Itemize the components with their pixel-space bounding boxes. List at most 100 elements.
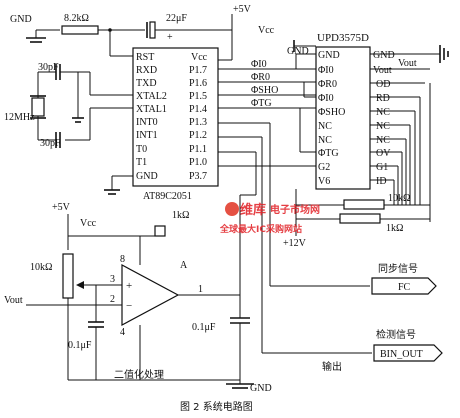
mcu-pin-p13: P1.3 [189,117,207,128]
comp-pin3: 3 [110,274,115,285]
gnd-bottom-label: GND [250,383,272,394]
mcu-pin-p14: P1.4 [189,104,207,115]
mcu-pin-gnd: GND [136,171,158,182]
watermark-site: 电子市场网 [270,203,320,216]
comp-pin4: 4 [120,327,125,338]
crystal-label: 12MHz [4,112,35,123]
sensor-chip [315,46,371,190]
gnd-ccd-label: GND [287,46,309,57]
vcc-left-label: Vcc [80,218,97,229]
c-pot-label: 0.1μF [68,340,92,351]
sensor-pin-nc-r3: NC [376,135,390,146]
sensor-pin-i0-b: ΦI0 [318,93,334,104]
comp-name: A [180,260,188,271]
mcu-pin-p37: P3.7 [189,171,207,182]
resistor-rst [61,25,99,35]
sensor-pin-nc-l2: NC [318,135,332,146]
mcu-pin-rst: RST [136,52,154,63]
watermark-tagline: 全球最大IC采购网站 [219,223,302,235]
detect-tag: BIN_OUT [380,349,423,360]
signal-phi-r0: ΦR0 [251,72,270,83]
vout-left-label: Vout [4,295,23,306]
mcu-pin-xtal2: XTAL2 [136,91,167,102]
sensor-pin-rd: RD [376,93,390,104]
comp-minus: − [126,300,132,312]
mcu-pin-p15: P1.5 [189,91,207,102]
plus5v-top-label: +5V [233,4,252,15]
resistor-amp [154,225,166,237]
crystal [31,97,45,117]
signal-phi-sho: ΦSHO [251,85,278,96]
comp-plus: + [126,280,132,292]
sensor-pin-g2: G2 [318,162,330,173]
c-x2-label: 30pF [40,138,61,149]
comp-label: 二值化处理 [114,368,164,381]
c-rst-label: 22μF [166,13,187,24]
sensor-pin-od: OD [376,79,390,90]
mcu-pin-p11: P1.1 [189,144,207,155]
sensor-pin-nc-r2: NC [376,121,390,132]
pot-label: 10kΩ [30,262,52,273]
vout-right-label: Vout [398,58,417,69]
sync-tag-shape [371,277,437,295]
sensor-pin-gnd-r: GND [373,50,395,61]
sensor-bus [370,82,431,222]
sensor-part-label: UPD3575D [317,32,369,44]
sensor-pin-nc-l1: NC [318,121,332,132]
sync-tag: FC [398,282,411,293]
comparator-body [121,263,180,327]
signal-phi-i0: ΦI0 [251,59,267,70]
mcu-chip [132,47,219,187]
sensor-pin-tg: ΦTG [318,148,339,159]
mcu-pin-t1: T1 [136,157,147,168]
detect-tag-shape [373,344,443,362]
comp-pin8: 8 [120,254,125,265]
mcu-pin-rxd: RXD [136,65,157,76]
sensor-pin-g1: G1 [376,162,388,173]
svg-text:+: + [167,32,173,43]
sensor-pin-r0: ΦR0 [318,79,337,90]
sync-label: 同步信号 [378,263,418,275]
potentiometer [62,253,74,299]
sensor-left-pins: GND ΦI0 ΦR0 ΦI0 ΦSHO NC NC ΦTG G2 V6 [318,50,345,187]
cap-rst [149,21,156,39]
watermark-brand: 维库 [240,202,266,218]
sensor-pin-ov: OV [376,148,391,159]
detect-label: 检测信号 [376,328,416,341]
vcc-top-label: Vcc [258,25,275,36]
mcu-pin-int1: INT1 [136,130,158,141]
sensor-pin-sho: ΦSHO [318,107,345,118]
mcu-pin-p12: P1.2 [189,130,207,141]
mcu-pin-p10: P1.0 [189,157,207,168]
mcu-pin-t0: T0 [136,144,147,155]
comp-pin1: 1 [198,284,203,295]
mcu-pin-int0: INT0 [136,117,158,128]
mcu-part-label: AT89C2051 [143,191,192,202]
mcu-right-pins: Vcc P1.7 P1.6 P1.5 P1.4 P1.3 P1.2 P1.1 P… [189,52,208,182]
c-x1-label: 30pF [38,62,59,73]
r-rst-label: 8.2kΩ [64,13,89,24]
watermark: 维库 电子市场网 全球最大IC采购网站 [219,202,320,235]
mcu-pin-txd: TXD [136,78,157,89]
sensor-pin-gnd-l: GND [318,50,340,61]
sensor-pin-nc-r1: NC [376,107,390,118]
sensor-pin-i0-a: ΦI0 [318,65,334,76]
plus12v-label: +12V [283,238,307,249]
sensor-pin-vout: Vout [373,65,392,76]
signal-phi-tg: ΦTG [251,98,272,109]
mcu-pin-p16: P1.6 [189,78,207,89]
sensor-right-pins: GND Vout OD RD NC NC NC OV G1 ID [373,50,395,187]
r-id-label: 10kΩ [388,193,410,204]
comp-pin2: 2 [110,294,115,305]
resistor-id [343,199,385,210]
figure-caption: 图 2 系统电路图 [180,400,253,413]
c-out-label: 0.1μF [192,322,216,333]
mcu-pin-p17: P1.7 [189,65,207,76]
watermark-logo-icon [225,202,239,216]
r-amp-label: 1kΩ [172,210,189,221]
plus5v-left-label: +5V [52,202,71,213]
clock-lines [218,53,316,153]
mcu-left-pins: RST RXD TXD XTAL2 XTAL1 INT0 INT1 T0 T1 … [136,52,167,182]
r-g1-label: 1kΩ [386,223,403,234]
resistor-g1 [339,213,381,224]
